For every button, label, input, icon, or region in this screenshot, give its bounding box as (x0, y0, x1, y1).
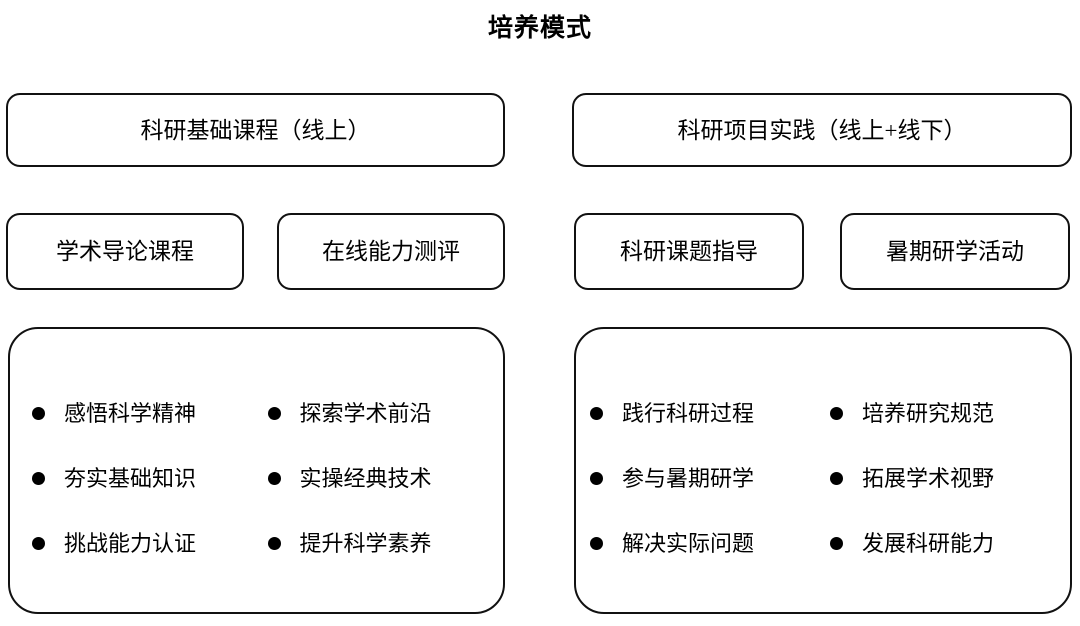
bullet-label: 拓展学术视野 (862, 465, 995, 491)
left-header-box[interactable]: 科研基础课程（线上） (6, 93, 505, 167)
right-sub-box-1[interactable]: 科研课题指导 (574, 213, 804, 290)
bullet-label: 挑战能力认证 (64, 530, 197, 556)
bullet-label: 发展科研能力 (862, 530, 995, 556)
list-item: 发展科研能力 (830, 530, 1070, 556)
bullet-label: 培养研究规范 (862, 400, 995, 426)
list-item: 提升科学素养 (267, 530, 504, 556)
list-item: 拓展学术视野 (830, 465, 1070, 491)
bullet-dot-icon (590, 472, 603, 485)
bullet-dot-icon (830, 407, 843, 420)
bullet-label: 夯实基础知识 (64, 465, 197, 491)
right-bullet-grid: 践行科研过程 培养研究规范 参与暑期研学 拓展学术视野 解决实际问题 发展科研能… (576, 381, 1070, 576)
list-item: 培养研究规范 (830, 400, 1070, 426)
list-item: 践行科研过程 (590, 400, 830, 426)
left-sub-box-2[interactable]: 在线能力测评 (277, 213, 505, 290)
right-header-label: 科研项目实践（线上+线下） (677, 117, 967, 143)
bullet-label: 解决实际问题 (622, 530, 755, 556)
list-item: 探索学术前沿 (267, 400, 504, 426)
left-sub-box-1[interactable]: 学术导论课程 (6, 213, 244, 290)
list-item: 解决实际问题 (590, 530, 830, 556)
bullet-label: 感悟科学精神 (64, 400, 197, 426)
left-outcomes-panel: 感悟科学精神 探索学术前沿 夯实基础知识 实操经典技术 挑战能力认证 提升科学素… (8, 327, 505, 614)
right-sub-box-2[interactable]: 暑期研学活动 (840, 213, 1070, 290)
bullet-label: 探索学术前沿 (299, 400, 432, 426)
bullet-dot-icon (267, 407, 281, 420)
bullet-dot-icon (830, 537, 843, 550)
left-sub-label-1: 学术导论课程 (56, 239, 194, 264)
bullet-dot-icon (590, 537, 603, 550)
bullet-label: 实操经典技术 (299, 465, 432, 491)
right-sub-label-1: 科研课题指导 (620, 239, 758, 264)
left-header-label: 科研基础课程（线上） (140, 117, 371, 143)
bullet-dot-icon (590, 407, 603, 420)
list-item: 夯实基础知识 (32, 465, 268, 491)
right-header-box[interactable]: 科研项目实践（线上+线下） (572, 93, 1072, 167)
bullet-dot-icon (830, 472, 843, 485)
right-outcomes-panel: 践行科研过程 培养研究规范 参与暑期研学 拓展学术视野 解决实际问题 发展科研能… (574, 327, 1072, 614)
list-item: 参与暑期研学 (590, 465, 830, 491)
left-bullet-grid: 感悟科学精神 探索学术前沿 夯实基础知识 实操经典技术 挑战能力认证 提升科学素… (10, 381, 503, 576)
left-sub-label-2: 在线能力测评 (322, 239, 460, 264)
page-title: 培养模式 (487, 14, 592, 42)
bullet-label: 践行科研过程 (622, 400, 755, 426)
bullet-dot-icon (32, 537, 45, 550)
list-item: 感悟科学精神 (32, 400, 268, 426)
bullet-label: 参与暑期研学 (622, 465, 755, 491)
bullet-dot-icon (267, 472, 281, 485)
bullet-dot-icon (32, 407, 45, 420)
list-item: 实操经典技术 (267, 465, 504, 491)
bullet-label: 提升科学素养 (299, 530, 432, 556)
bullet-dot-icon (267, 537, 281, 550)
list-item: 挑战能力认证 (32, 530, 268, 556)
right-sub-label-2: 暑期研学活动 (886, 239, 1024, 264)
bullet-dot-icon (32, 472, 45, 485)
